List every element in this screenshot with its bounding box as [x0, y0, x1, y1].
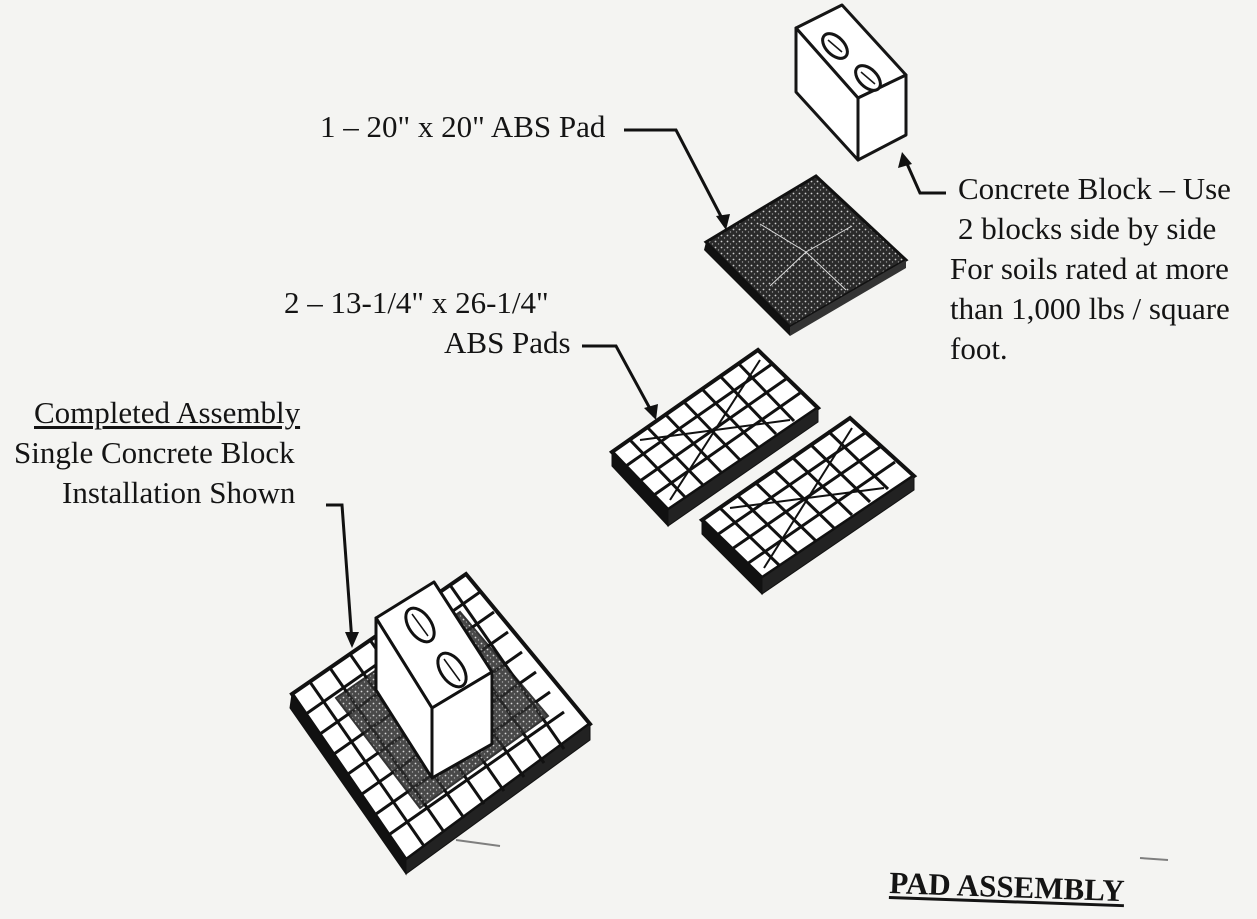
abs-pads-pair-label-line2: ABS Pads — [444, 325, 571, 360]
leader-arrow-concrete-block — [898, 152, 946, 195]
leader-arrow-completed — [326, 503, 359, 648]
concrete-block-label-line1: Concrete Block – Use — [958, 171, 1231, 206]
abs-pads-pair-label-line1: 2 – 13-1/4" x 26-1/4" — [284, 285, 549, 320]
concrete-block-icon — [794, 3, 908, 162]
completed-assembly-line2: Single Concrete Block — [14, 435, 295, 470]
completed-assembly-line3: Installation Shown — [62, 475, 296, 510]
concrete-block-label-line2: 2 blocks side by side — [958, 211, 1217, 246]
completed-assembly-heading: Completed Assembly — [34, 395, 301, 430]
abs-pad-single-label: 1 – 20" x 20" ABS Pad — [320, 109, 606, 144]
abs-pad-grid-icon — [608, 347, 822, 528]
concrete-block-label-line4: than 1,000 lbs / square — [950, 291, 1230, 326]
completed-assembly-icon — [289, 571, 593, 876]
abs-pad-square-icon — [703, 174, 909, 336]
leader-arrow-abs-pads — [582, 344, 658, 420]
leader-arrow-abs-pad — [624, 128, 730, 230]
concrete-block-label-line3: For soils rated at more — [950, 251, 1229, 286]
concrete-block-label-line5: foot. — [950, 331, 1008, 366]
abs-pad-grid-icon — [698, 415, 918, 596]
